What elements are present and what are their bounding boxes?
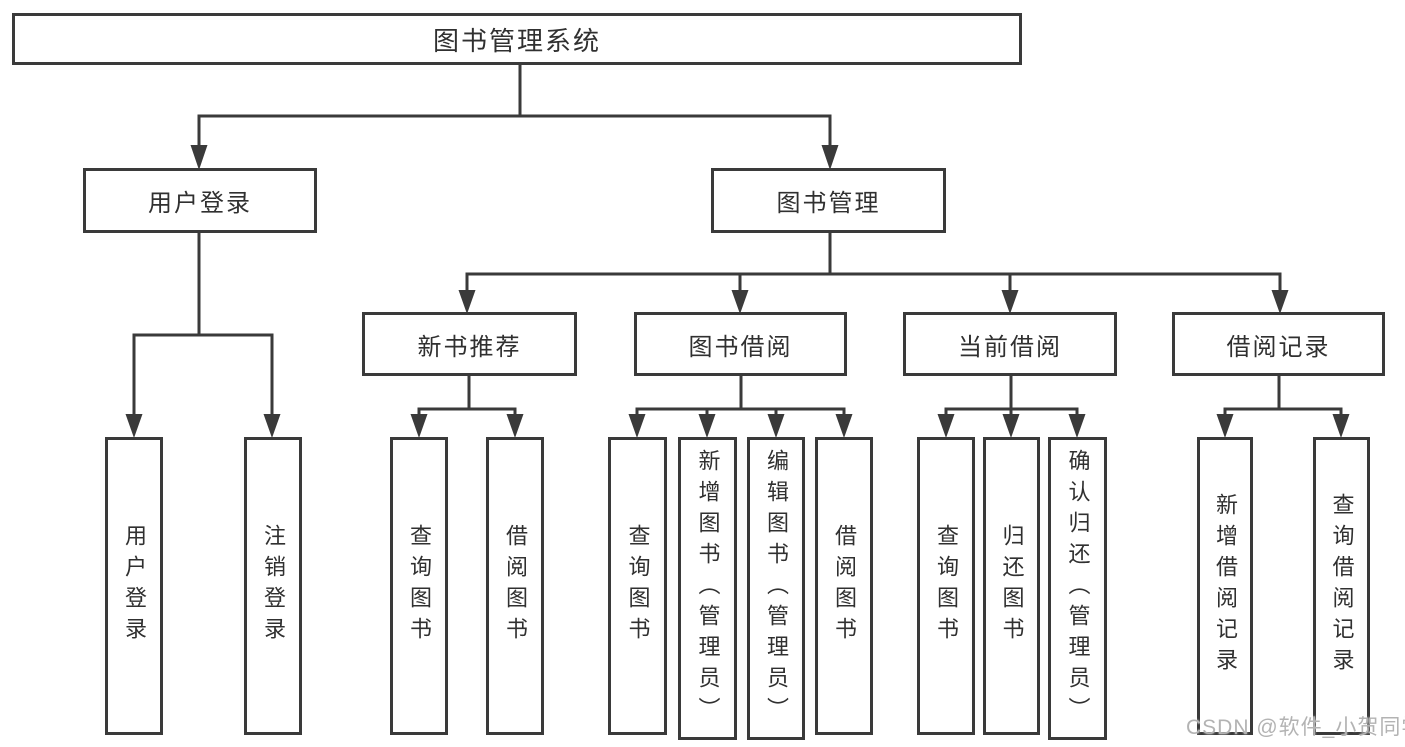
leaf-return-books-label: 归还图书 bbox=[999, 524, 1025, 648]
leaf-borrow-books-borrowing: 借阅图书 bbox=[815, 437, 873, 735]
leaf-query-books-recommend: 查询图书 bbox=[390, 437, 448, 735]
leaf-add-borrow-record: 新增借阅记录 bbox=[1197, 437, 1253, 735]
node-library-system: 图书管理系统 bbox=[12, 13, 1022, 65]
leaf-return-books: 归还图书 bbox=[983, 437, 1040, 735]
leaf-borrow-books-borrowing-label: 借阅图书 bbox=[832, 524, 857, 648]
leaf-borrow-books-recommend: 借阅图书 bbox=[486, 437, 544, 735]
tree-edges bbox=[132, 65, 1343, 417]
csdn-watermark: CSDN @软件_小贺同学 bbox=[1186, 716, 1405, 739]
node-current-borrowing: 当前借阅 bbox=[903, 312, 1117, 376]
node-borrowing-records: 借阅记录 bbox=[1172, 312, 1385, 376]
leaf-query-books-recommend-label: 查询图书 bbox=[407, 524, 432, 648]
leaf-edit-books-admin: 编辑图书（管理员） bbox=[747, 437, 805, 740]
leaf-borrow-books-recommend-label: 借阅图书 bbox=[503, 524, 528, 648]
leaf-query-books-current-label: 查询图书 bbox=[934, 524, 959, 648]
node-new-book-recommend-label: 新书推荐 bbox=[417, 333, 522, 361]
leaf-query-books-borrowing-label: 查询图书 bbox=[625, 524, 651, 648]
leaf-add-books-admin: 新增图书（管理员） bbox=[678, 437, 737, 740]
node-library-system-label: 图书管理系统 bbox=[432, 25, 601, 56]
leaf-user-login: 用户登录 bbox=[105, 437, 163, 735]
arrowheads bbox=[125, 145, 1350, 438]
leaf-query-borrow-record-label: 查询借阅记录 bbox=[1329, 493, 1355, 679]
leaf-query-borrow-record: 查询借阅记录 bbox=[1313, 437, 1370, 735]
node-user-login-label: 用户登录 bbox=[148, 190, 252, 217]
leaf-confirm-return-admin: 确认归还（管理员） bbox=[1048, 437, 1107, 740]
leaf-confirm-return-admin-label: 确认归还（管理员） bbox=[1065, 449, 1091, 728]
node-book-management: 图书管理 bbox=[711, 168, 946, 233]
leaf-user-login-label: 用户登录 bbox=[122, 524, 147, 648]
leaf-edit-books-admin-label: 编辑图书（管理员） bbox=[764, 449, 789, 728]
leaf-add-books-admin-label: 新增图书（管理员） bbox=[695, 449, 721, 728]
leaf-logout: 注销登录 bbox=[244, 437, 302, 735]
leaf-add-borrow-record-label: 新增借阅记录 bbox=[1213, 493, 1238, 679]
leaf-query-books-current: 查询图书 bbox=[917, 437, 975, 735]
node-book-borrowing: 图书借阅 bbox=[634, 312, 847, 376]
node-borrowing-records-label: 借阅记录 bbox=[1226, 333, 1331, 361]
node-new-book-recommend: 新书推荐 bbox=[362, 312, 577, 376]
node-current-borrowing-label: 当前借阅 bbox=[958, 333, 1062, 361]
node-book-borrowing-label: 图书借阅 bbox=[688, 333, 793, 361]
leaf-logout-label: 注销登录 bbox=[261, 524, 286, 648]
node-book-management-label: 图书管理 bbox=[776, 190, 881, 217]
node-user-login: 用户登录 bbox=[83, 168, 317, 233]
leaf-query-books-borrowing: 查询图书 bbox=[608, 437, 667, 735]
